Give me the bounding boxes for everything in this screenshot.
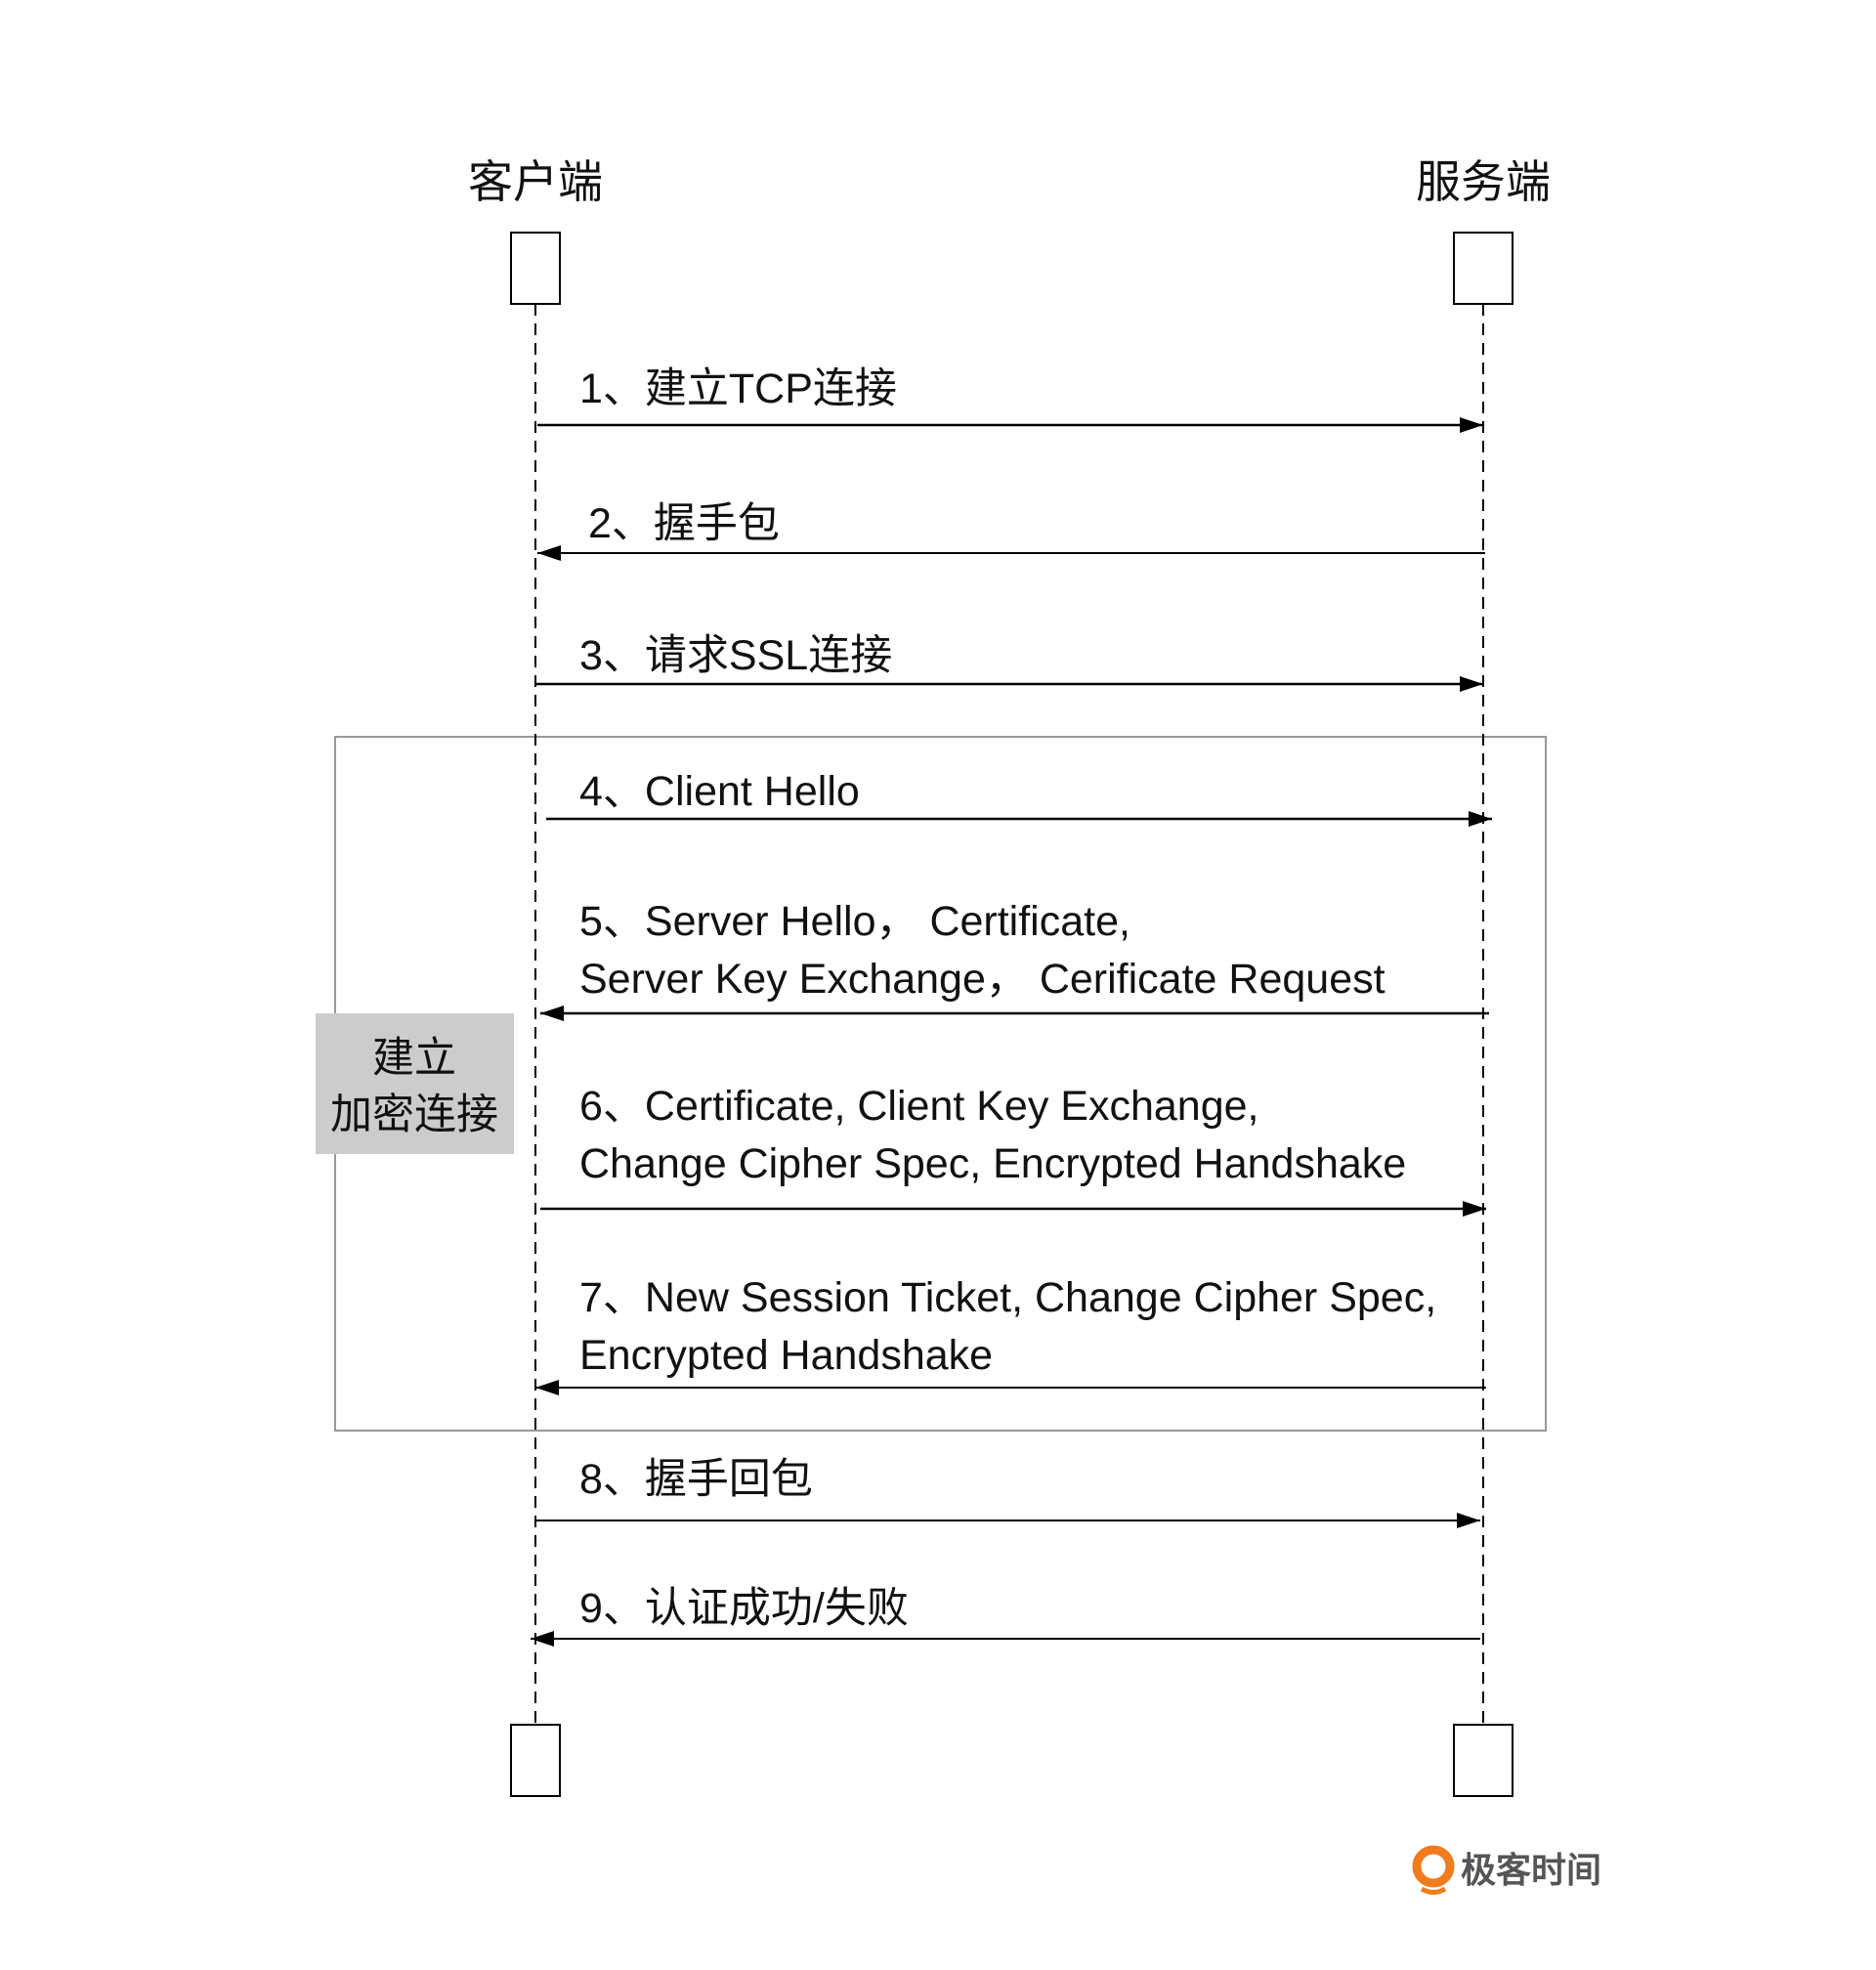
message-5: 5、Server Hello， Certificate, Server Key … [540,898,1489,1021]
participant-client-label: 客户端 [468,156,603,207]
message-label: 3、请求SSL连接 [579,632,892,679]
message-label-line1: 6、Certificate, Client Key Exchange, [579,1083,1259,1130]
message-label: 8、握手回包 [579,1456,813,1503]
message-label-line1: 7、New Session Ticket, Change Cipher Spec… [579,1274,1436,1321]
group-label-line2: 加密连接 [330,1092,498,1138]
logo-text: 极客时间 [1461,1850,1601,1890]
message-label: 1、建立TCP连接 [579,365,897,412]
message-3: 3、请求SSL连接 [535,632,1483,692]
client-activation-bottom [510,1724,561,1797]
message-6: 6、Certificate, Client Key Exchange, Chan… [540,1083,1486,1217]
participant-server-label: 服务端 [1416,156,1551,207]
message-2: 2、握手包 [537,500,1485,561]
message-label: 9、认证成功/失败 [579,1585,909,1632]
message-label: 2、握手包 [588,500,780,547]
client-activation-top [510,232,561,305]
message-7: 7、New Session Ticket, Change Cipher Spec… [535,1274,1486,1395]
message-label-line1: 5、Server Hello， Certificate, [579,898,1130,945]
message-label-line2: Server Key Exchange， Cerificate Request [579,956,1386,1003]
message-4: 4、Client Hello [546,768,1492,827]
server-activation-bottom [1453,1724,1514,1797]
message-label: 4、Client Hello [579,768,860,815]
message-1: 1、建立TCP连接 [537,365,1483,433]
logo-pin-icon [1412,1845,1455,1895]
group-label-line1: 建立 [372,1035,456,1082]
geektime-logo: 极客时间 [1412,1845,1601,1895]
message-8: 8、握手回包 [534,1456,1480,1528]
message-9: 9、认证成功/失败 [531,1585,1480,1647]
message-label-line2: Change Cipher Spec, Encrypted Handshake [579,1140,1406,1187]
message-label-line2: Encrypted Handshake [579,1332,993,1379]
server-activation-top [1453,232,1514,305]
group-label-box [316,1013,514,1154]
